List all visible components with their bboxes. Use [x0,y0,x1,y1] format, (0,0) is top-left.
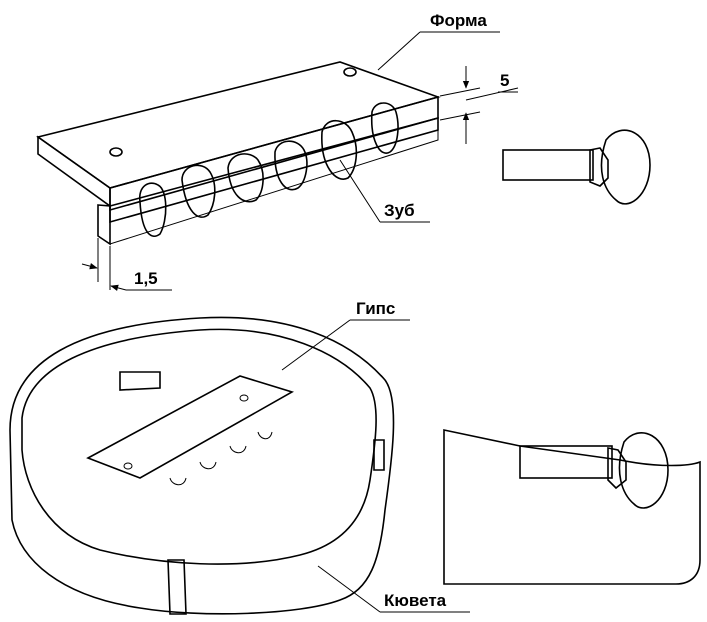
plaster-surface [21,328,377,565]
flask-lug-left [119,371,161,391]
tooth-3 [227,153,264,203]
label-gips: Гипс [356,299,395,318]
dimension-1-5: 1,5 [81,238,172,291]
mold-block [36,61,441,246]
flask-seam [167,559,187,615]
label-forma: Форма [430,11,487,30]
tooth-4 [274,140,308,191]
teeth-row [139,102,399,237]
label-kyuveta-group: Кювета [317,565,470,613]
tooth-6 [370,102,399,154]
tooth-2 [181,164,216,218]
tooth-5 [321,119,358,180]
label-kyuveta: Кювета [384,591,447,610]
dimension-1-5-label: 1,5 [134,269,158,288]
label-zub-group: Зуб [339,159,430,223]
section-in-plaster [443,429,701,585]
flask-lug-right [373,439,385,471]
plaster-section [443,429,701,585]
tooth-section-top [502,129,651,205]
mold-edge [97,204,111,246]
mold-hole-right [343,67,357,77]
label-gips-group: Гипс [281,299,410,371]
mold-top-face [36,61,441,189]
mold-hole-left [109,147,123,157]
dimension-5-label: 5 [500,71,509,90]
flask-body [9,316,395,615]
tooth-1 [139,182,167,237]
mold-base-plate [109,129,439,245]
label-forma-group: Форма [377,11,500,71]
embedded-mold [86,375,295,479]
label-zub: Зуб [384,201,415,220]
dimension-5: 5 [439,66,519,144]
mold-left-face [37,135,111,208]
flask [9,316,395,615]
